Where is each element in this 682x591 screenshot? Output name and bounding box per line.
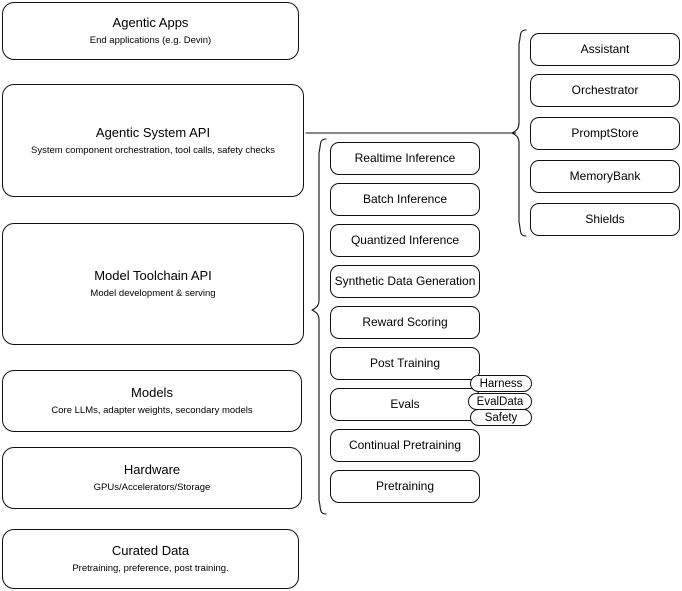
layer-agentic-system-api[interactable]: Agentic System API System component orch… (2, 84, 304, 197)
item-realtime-inference[interactable]: Realtime Inference (330, 142, 480, 175)
item-orchestrator[interactable]: Orchestrator (530, 74, 680, 107)
item-pretraining[interactable]: Pretraining (330, 470, 480, 503)
layer-title: Agentic Apps (112, 15, 189, 30)
badge-evaldata[interactable]: EvalData (468, 393, 532, 410)
badge-safety[interactable]: Safety (470, 409, 532, 426)
layer-subtitle: Model development & serving (90, 288, 216, 299)
agentic-system-components-brace (511, 29, 527, 237)
layer-subtitle: Pretraining, preference, post training. (72, 563, 229, 574)
item-assistant[interactable]: Assistant (530, 33, 680, 66)
item-shields[interactable]: Shields (530, 203, 680, 236)
item-reward-scoring[interactable]: Reward Scoring (330, 306, 480, 339)
model-toolchain-components-brace (311, 138, 327, 515)
layer-title: Model Toolchain API (94, 268, 212, 283)
item-batch-inference[interactable]: Batch Inference (330, 183, 480, 216)
item-memorybank[interactable]: MemoryBank (530, 160, 680, 193)
layer-models[interactable]: Models Core LLMs, adapter weights, secon… (2, 370, 302, 432)
item-continual-pretraining[interactable]: Continual Pretraining (330, 429, 480, 462)
layer-title: Hardware (123, 462, 181, 477)
layer-model-toolchain-api[interactable]: Model Toolchain API Model development & … (2, 223, 304, 345)
item-quantized-inference[interactable]: Quantized Inference (330, 224, 480, 257)
layer-agentic-apps[interactable]: Agentic Apps End applications (e.g. Devi… (2, 2, 299, 60)
layer-title: Agentic System API (95, 124, 211, 140)
layer-curated-data[interactable]: Curated Data Pretraining, preference, po… (2, 529, 299, 589)
layer-subtitle: System component orchestration, tool cal… (31, 144, 275, 156)
layer-title: Curated Data (111, 543, 190, 558)
item-evals[interactable]: Evals (330, 388, 480, 421)
layer-subtitle: GPUs/Accelerators/Storage (93, 482, 211, 493)
layer-subtitle: Core LLMs, adapter weights, secondary mo… (51, 405, 253, 416)
item-synthetic-data-generation[interactable]: Synthetic Data Generation (330, 265, 480, 298)
layer-hardware[interactable]: Hardware GPUs/Accelerators/Storage (2, 447, 302, 509)
badge-harness[interactable]: Harness (470, 375, 532, 392)
layer-title: Models (131, 385, 173, 400)
layer-subtitle: End applications (e.g. Devin) (89, 35, 212, 46)
item-promptstore[interactable]: PromptStore (530, 117, 680, 150)
item-post-training[interactable]: Post Training (330, 347, 480, 380)
